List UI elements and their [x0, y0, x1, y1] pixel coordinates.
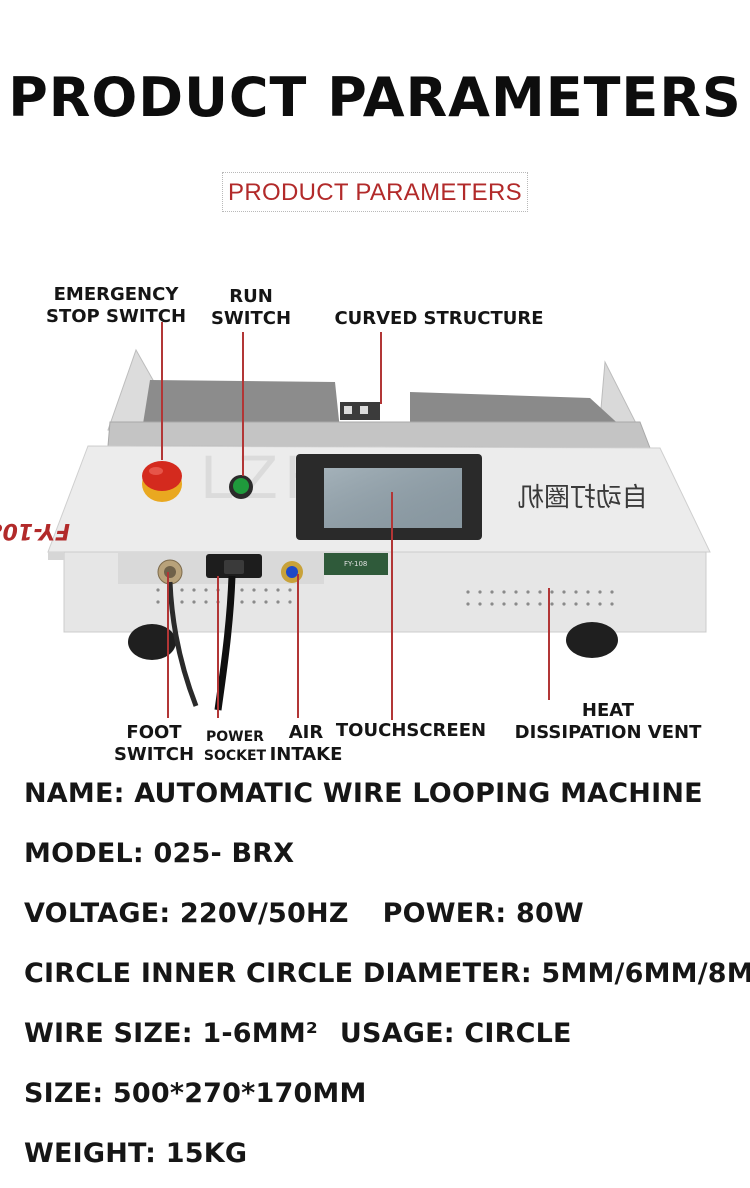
callout-air-intake-line2: INTAKE: [269, 744, 343, 765]
callout-heat-vent: HEAT DISSIPATION VENT: [512, 700, 704, 744]
spec-name: NAME: AUTOMATIC WIRE LOOPING MACHINE: [24, 778, 703, 809]
callout-foot-switch-line2: SWITCH: [113, 744, 195, 765]
spec-circle-diameter: CIRCLE INNER CIRCLE DIAMETER: 5MM/6MM/8M…: [24, 958, 750, 989]
front-right-foot: [566, 622, 618, 658]
page-title: PRODUCT PARAMETERS: [8, 66, 742, 129]
power-cable: [214, 575, 236, 711]
right-vent-holes: [466, 590, 614, 606]
run-switch-button: [233, 478, 249, 494]
spec-wire-size: WIRE SIZE: 1-6MM²: [24, 1018, 318, 1049]
callout-emergency-stop-line1: EMERGENCY: [53, 284, 179, 305]
foot-switch-cable: [167, 581, 199, 707]
callout-heat-vent-line1: HEAT: [581, 700, 635, 721]
callout-power-socket-line2: SOCKET: [203, 748, 267, 764]
spec-wire-usage: WIRE SIZE: 1-6MM² USAGE: CIRCLE: [24, 1018, 572, 1049]
spec-power: POWER: 80W: [382, 898, 584, 929]
spec-voltage: VOLTAGE: 220V/50HZ: [24, 898, 349, 929]
callout-air-intake: AIR INTAKE: [268, 722, 344, 766]
callout-foot-switch-line1: FOOT: [126, 722, 182, 743]
callout-emergency-stop: EMERGENCY STOP SWITCH: [46, 284, 186, 328]
callout-run-switch-line2: SWITCH: [210, 308, 292, 329]
section-subtitle: PRODUCT PARAMETERS: [222, 172, 528, 212]
callout-power-socket: POWER SOCKET: [200, 728, 270, 766]
spec-usage: USAGE: CIRCLE: [339, 1018, 572, 1049]
spec-weight: WEIGHT: 15KG: [24, 1138, 248, 1169]
callout-curved-structure: CURVED STRUCTURE: [334, 308, 544, 329]
top-tray-right: [410, 392, 625, 430]
front-left-foot: [128, 624, 176, 660]
callout-air-intake-line1: AIR: [288, 722, 324, 743]
callout-run-switch: RUN SWITCH: [206, 286, 296, 330]
panel-label: 自动打圈机: [518, 483, 648, 513]
callout-run-switch-line1: RUN: [229, 286, 273, 307]
callout-emergency-stop-line2: STOP SWITCH: [46, 306, 187, 327]
spec-size: SIZE: 500*270*170MM: [24, 1078, 367, 1109]
spec-voltage-power: VOLTAGE: 220V/50HZ POWER: 80W: [24, 898, 584, 929]
callout-power-socket-line1: POWER: [206, 729, 264, 745]
callout-foot-switch: FOOT SWITCH: [112, 722, 196, 766]
top-tray-left: [142, 380, 340, 430]
screen-badge-text: FY-108: [344, 560, 367, 568]
spec-model: MODEL: 025- BRX: [24, 838, 295, 869]
model-plate: FY-108: [0, 518, 70, 543]
pointer-lines: [161, 322, 550, 720]
callout-touchscreen: TOUCHSCREEN: [335, 720, 487, 741]
emergency-stop-button: [142, 461, 182, 491]
callout-heat-vent-line2: DISSIPATION VENT: [514, 722, 702, 743]
machine-illustration: LZHZXY FY-108 自动打圈机 FY-108: [0, 322, 711, 720]
screen-badge: [320, 553, 388, 575]
